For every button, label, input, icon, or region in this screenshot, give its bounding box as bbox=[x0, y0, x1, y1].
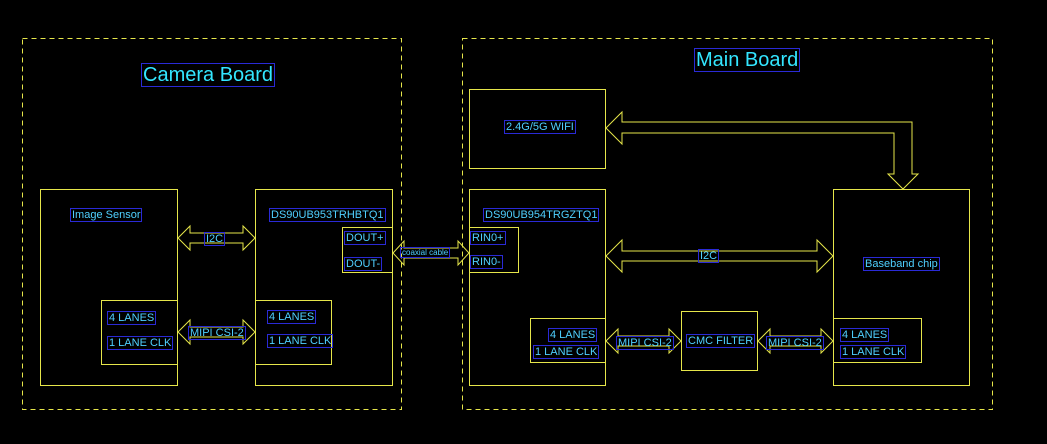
mipi-label-main-right: MIPI CSI-2 bbox=[766, 336, 824, 350]
rin-box bbox=[469, 227, 519, 273]
serializer-lanes-box bbox=[255, 300, 332, 365]
baseband-label: Baseband chip bbox=[863, 257, 940, 271]
i2c-label-main: I2C bbox=[697, 249, 720, 263]
baseband-box bbox=[833, 189, 970, 386]
main-board-title: Main Board bbox=[693, 48, 801, 72]
serializer-box bbox=[255, 189, 393, 386]
camera-board-outline bbox=[22, 38, 402, 410]
deserializer-label: DS90UB954TRGZTQ1 bbox=[482, 208, 600, 222]
image-sensor-box bbox=[40, 189, 178, 386]
rin0-minus-label: RIN0- bbox=[470, 255, 503, 269]
dout-box bbox=[342, 227, 393, 273]
image-sensor-lanes-label: 4 LANES bbox=[106, 311, 157, 325]
image-sensor-clk-label: 1 LANE CLK bbox=[106, 336, 174, 350]
deserializer-lanes-label: 4 LANES bbox=[547, 328, 598, 342]
dout-minus-label: DOUT- bbox=[343, 257, 383, 271]
mipi-label-camera: MIPI CSI-2 bbox=[188, 326, 246, 340]
i2c-label-camera: I2C bbox=[203, 232, 226, 246]
rin0-plus-label: RIN0+ bbox=[470, 231, 506, 245]
serializer-clk-label: 1 LANE CLK bbox=[266, 334, 334, 348]
camera-board-title: Camera Board bbox=[140, 63, 276, 87]
serializer-label: DS90UB953TRHBTQ1 bbox=[269, 208, 386, 222]
baseband-lanes-box bbox=[833, 318, 922, 363]
deserializer-clk-label: 1 LANE CLK bbox=[532, 345, 600, 359]
i2c-arrow-main bbox=[605, 238, 834, 274]
i2c-arrow-camera bbox=[177, 224, 256, 252]
wifi-baseband-arrow bbox=[605, 110, 920, 190]
deserializer-lanes-box bbox=[530, 318, 606, 363]
baseband-lanes-label: 4 LANES bbox=[839, 328, 890, 342]
mipi-arrow-main-right bbox=[757, 327, 834, 355]
wifi-label: 2.4G/5G WIFI bbox=[504, 120, 576, 134]
main-board-outline bbox=[462, 38, 993, 410]
serializer-lanes-label: 4 LANES bbox=[266, 310, 317, 324]
image-sensor-label: Image Sensor bbox=[69, 208, 143, 222]
mipi-arrow-main-left bbox=[605, 327, 682, 355]
coax-label: coaxial cable bbox=[399, 247, 451, 258]
mipi-arrow-camera bbox=[177, 318, 256, 346]
baseband-clk-label: 1 LANE CLK bbox=[839, 345, 907, 359]
coax-arrow bbox=[392, 239, 470, 267]
wifi-box bbox=[469, 89, 606, 169]
dout-plus-label: DOUT+ bbox=[344, 231, 386, 245]
mipi-label-main-left: MIPI CSI-2 bbox=[616, 336, 674, 350]
cmc-filter-label: CMC FILTER bbox=[685, 334, 756, 348]
deserializer-box bbox=[469, 189, 606, 386]
image-sensor-lanes-box bbox=[101, 300, 178, 365]
